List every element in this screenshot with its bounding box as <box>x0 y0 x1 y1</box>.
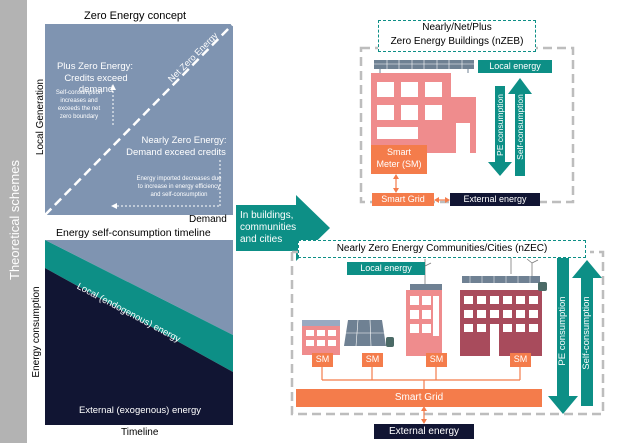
nzeb-smart-grid: Smart Grid <box>372 193 434 206</box>
nzeb-self-arrow <box>508 78 532 176</box>
nzec-external-energy: External energy <box>374 424 474 439</box>
self-note-3: exceeds the net <box>57 106 101 112</box>
sm-box-4: SM <box>510 353 531 367</box>
concept-x-axis: Demand <box>189 214 227 225</box>
local-energy-band <box>45 240 233 372</box>
smart-meter-line1: Smart <box>386 147 411 157</box>
nzec-title-box <box>298 240 586 258</box>
external-energy-label: External (exogenous) energy <box>79 405 201 416</box>
net-zero-diagonal <box>44 23 234 216</box>
smart-meter-line2: Meter (SM) <box>376 159 422 169</box>
nzec-smart-grid: Smart Grid <box>296 389 542 407</box>
nzeb-solar-panels <box>374 60 474 73</box>
timeline-x-axis: Timeline <box>121 427 159 438</box>
nzeb-external-energy: External energy <box>450 193 540 206</box>
nearly-zero-subtitle: Demand exceed credits <box>126 147 226 158</box>
import-note-2: to increase in energy efficiency <box>137 184 221 190</box>
nzec-solar-field <box>344 319 394 347</box>
self-note-2: increases and <box>60 98 98 104</box>
nzeb-title-line1: Nearly/Net/Plus <box>422 22 492 33</box>
nzec-self-consumption: Self-consumption <box>581 296 592 370</box>
nzec-pe-consumption: PE consumption <box>557 296 568 366</box>
nzeb-building <box>371 73 476 153</box>
sm-box-1: SM <box>312 353 333 367</box>
side-bar <box>0 0 27 443</box>
nzec-local-energy: Local energy <box>347 262 425 275</box>
external-energy-region <box>45 268 233 425</box>
nzec-pe-arrow <box>548 258 578 414</box>
import-note-3: and self-consumption <box>150 192 208 198</box>
nzec-self-arrow <box>572 260 602 406</box>
nearly-zero-title: Nearly Zero Energy: <box>141 135 227 146</box>
self-note-1: Self-consumption <box>55 90 103 96</box>
nzec-title: Nearly Zero Energy Communities/Cities (n… <box>336 243 548 254</box>
nzec-office-building <box>406 284 442 356</box>
sm-box-2: SM <box>362 353 383 367</box>
nzeb-local-energy: Local energy <box>478 60 552 73</box>
plus-zero-title: Plus Zero Energy: <box>56 61 134 72</box>
plus-zero-subtitle: Credits exceed demand <box>64 73 128 95</box>
nzec-small-building <box>302 320 340 355</box>
sm-box-3: SM <box>426 353 447 367</box>
arrow-text-3: and cities <box>240 234 283 245</box>
timeline-title: Energy self-consumption timeline <box>56 227 211 239</box>
concept-title: Zero Energy concept <box>84 10 187 22</box>
import-note-1: Energy imported decreases due <box>136 176 222 182</box>
arrow-text-2: communities <box>240 222 297 233</box>
nzeb-title-line2: Zero Energy Buildings (nZEB) <box>390 36 524 47</box>
nzec-apartment-building <box>460 276 547 356</box>
arrow-text-1: In buildings, <box>240 210 294 221</box>
nzeb-title-box <box>378 20 536 52</box>
smart-meter <box>371 145 427 174</box>
self-note-4: zero boundary <box>59 114 99 120</box>
nzeb-pe-arrow <box>488 86 512 176</box>
